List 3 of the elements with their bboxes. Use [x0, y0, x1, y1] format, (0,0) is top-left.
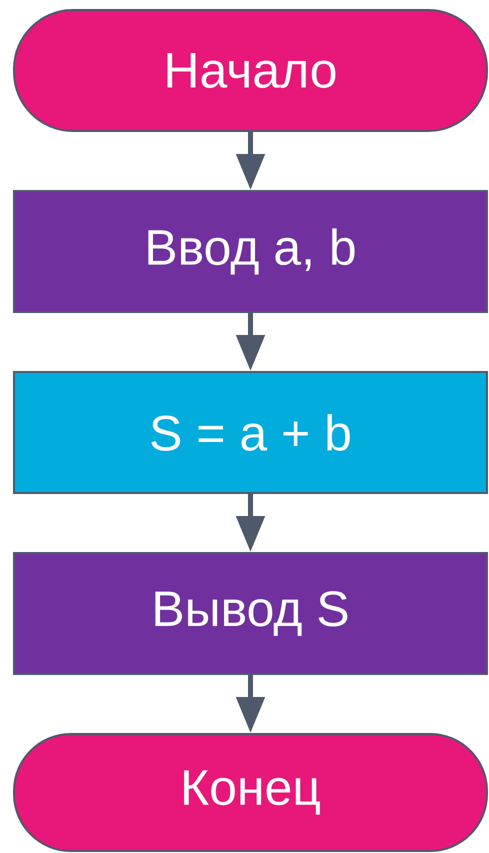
process-box: Вывод S [13, 552, 488, 675]
process-box: S = a + b [13, 371, 488, 494]
process-box: Ввод a, b [13, 190, 488, 313]
